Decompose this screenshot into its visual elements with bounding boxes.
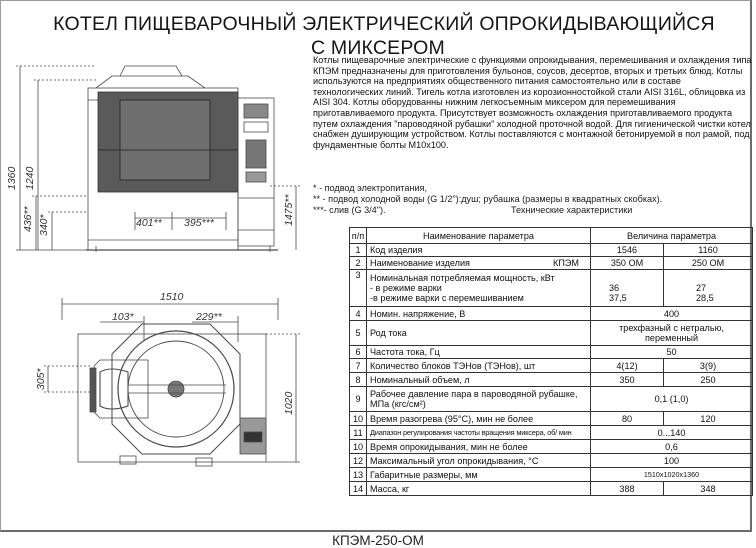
table-cell: 0...140 xyxy=(589,425,754,440)
dim-h-body: 1240 xyxy=(24,166,36,190)
table-cell: Код изделия xyxy=(366,243,591,257)
table-cell: 13 xyxy=(349,467,367,482)
table-cell: 1 xyxy=(349,243,367,257)
top-view-frame xyxy=(77,333,267,463)
table-cell: 10 xyxy=(349,411,367,426)
table-cell: Величина параметра xyxy=(589,227,754,244)
table-cell: Время опрокидывания, мин не более xyxy=(366,439,591,454)
table-cell: 9 xyxy=(349,386,367,412)
table-cell: 12 xyxy=(349,453,367,468)
dim-h-436: 436** xyxy=(22,205,34,232)
table-cell: 1510х1020х1360 xyxy=(589,467,754,482)
table-cell: 250 xyxy=(662,372,754,387)
table-cell: 11 xyxy=(349,425,367,440)
spec-table: п/п Наименование параметра Величина пара… xyxy=(349,227,754,496)
product-description: Котлы пищеварочные электрические с функц… xyxy=(313,55,752,150)
dim-w-total: 1510 xyxy=(160,291,184,303)
page-title-line2: С МИКСЕРОМ xyxy=(311,37,445,59)
dim-h-305: 305* xyxy=(35,367,47,390)
table-cell: Рабочее давление пара в пароводяной руба… xyxy=(366,386,591,412)
dim-depth: 1020 xyxy=(283,391,295,415)
table-cell: 10 xyxy=(349,439,367,454)
table-cell: 7 xyxy=(349,358,367,373)
dim-w-401: 401** xyxy=(136,217,163,229)
table-cell: 350 ОМ xyxy=(590,256,664,270)
table-cell: 3(9) xyxy=(662,358,754,373)
dim-h-1475: 1475** xyxy=(283,194,295,226)
table-cell: Номинальный объем, л xyxy=(366,372,591,387)
table-cell: 8 xyxy=(349,372,367,387)
dim-w-103: 103* xyxy=(112,311,135,323)
table-cell: трехфазный с нетралью, переменный xyxy=(589,320,754,346)
table-cell: Масса, кг xyxy=(366,481,591,496)
table-cell: 3 xyxy=(349,269,367,307)
table-cell: 100 xyxy=(589,453,754,468)
table-cell: Номинальная потребляемая мощность, кВт -… xyxy=(366,269,591,307)
table-cell: Род тока xyxy=(366,320,591,346)
page-title: КОТЕЛ ПИЩЕВАРОЧНЫЙ ЭЛЕКТРИЧЕСКИЙ ОПРОКИД… xyxy=(53,13,715,35)
table-cell: 1160 xyxy=(662,243,754,257)
table-row: 3 Номинальная потребляемая мощность, кВт… xyxy=(349,269,754,307)
control-column xyxy=(237,97,275,247)
table-cell: 2 xyxy=(349,256,367,270)
table-cell: 120 xyxy=(662,411,754,426)
model-caption: КПЭМ-250-ОМ xyxy=(332,533,424,548)
table-cell: 1546 xyxy=(590,243,664,257)
table-cell: 0,1 (1,0) xyxy=(589,386,754,412)
note-water: ** - подвод холодной воды (G 1/2"):душ; … xyxy=(313,194,663,205)
table-cell: 5 xyxy=(349,320,367,346)
table-cell: п/п xyxy=(349,227,367,244)
kettle-octagon xyxy=(111,323,241,455)
table-cell: 14 xyxy=(349,481,367,496)
table-cell: 0,6 xyxy=(589,439,754,454)
table-cell: 4 xyxy=(349,306,367,321)
notes: * - подвод электропитания, ** - подвод х… xyxy=(313,183,753,217)
dim-w-395: 395*** xyxy=(184,217,215,229)
table-cell: Диапазон регулирования частоты вращения … xyxy=(366,425,591,440)
table-cell: Количество блоков ТЭНов (ТЭНов), шт xyxy=(366,358,591,373)
dim-w-229: 229** xyxy=(195,311,223,323)
note-drain: ***- слив (G 3/4"). xyxy=(313,205,386,216)
table-cell: 350 xyxy=(590,372,664,387)
table-cell: Габаритные размеры, мм xyxy=(366,467,591,482)
table-cell: 80 xyxy=(590,411,664,426)
note-electric: * - подвод электропитания, xyxy=(313,183,427,193)
table-cell: 4(12) xyxy=(590,358,664,373)
table-cell: Время разогрева (95°С), мин не более xyxy=(366,411,591,426)
table-cell: 388 xyxy=(590,481,664,496)
table-cell: Максимальный угол опрокидывания, °С xyxy=(366,453,591,468)
table-cell: 250 ОМ xyxy=(662,256,754,270)
table-cell: 6 xyxy=(349,345,367,359)
table-cell: 400 xyxy=(589,306,754,321)
table-header: п/п Наименование параметра Величина пара… xyxy=(349,227,754,244)
table-cell: 50 xyxy=(589,345,754,359)
table-cell: Наименование параметра xyxy=(366,227,591,244)
table-cell: 348 xyxy=(662,481,754,496)
dim-h-total: 1360 xyxy=(6,166,18,190)
table-cell: Номин. напряжение, В xyxy=(366,306,591,321)
dim-h-340: 340* xyxy=(38,213,50,236)
table-title: Технические характеристики xyxy=(511,205,633,215)
table-cell: Частота тока, Гц xyxy=(366,345,591,359)
